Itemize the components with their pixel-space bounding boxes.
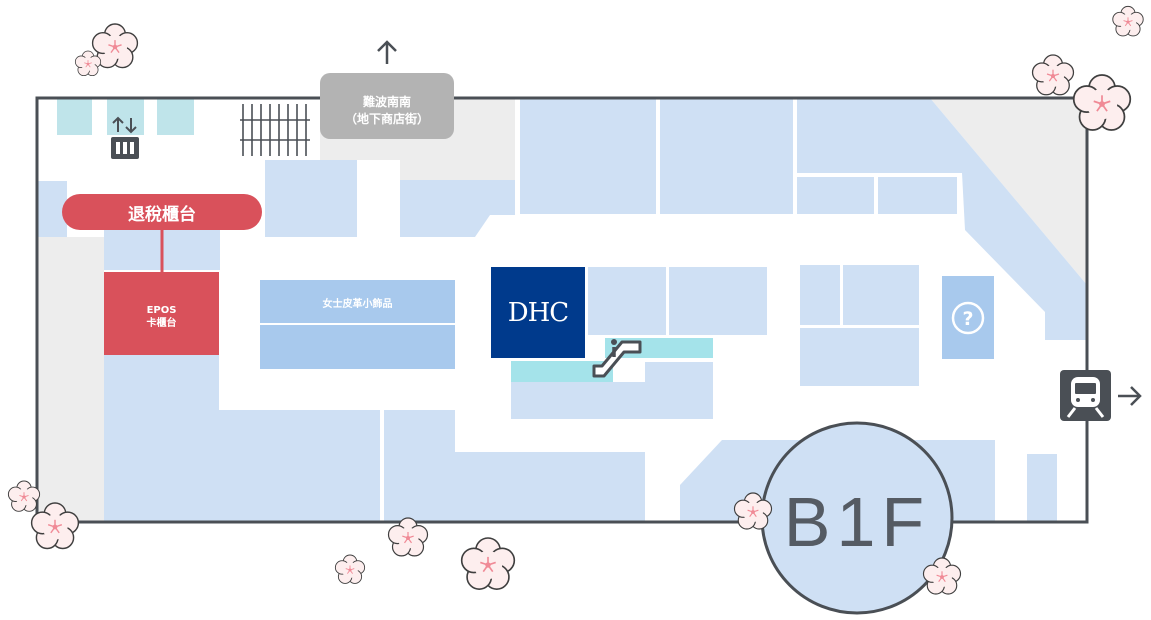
store-block[interactable]	[843, 265, 919, 325]
information-counter[interactable]	[942, 276, 994, 359]
floor-label: B1F	[783, 483, 931, 561]
store-block[interactable]	[800, 265, 840, 325]
store-block[interactable]	[660, 98, 793, 214]
store-block[interactable]	[265, 160, 357, 237]
store-block[interactable]	[57, 98, 92, 135]
floor-outline	[35, 96, 1089, 524]
stairs-icon	[240, 104, 310, 156]
store-block[interactable]	[520, 98, 656, 214]
exit-namba-south-label: 難波南南 （地下商店街）	[344, 95, 429, 126]
store-block[interactable]	[797, 177, 874, 214]
walkway	[613, 358, 645, 382]
store-block[interactable]	[384, 410, 645, 522]
store-block[interactable]	[800, 328, 919, 386]
information-icon: ?	[951, 301, 985, 335]
store-block[interactable]	[104, 355, 380, 522]
store-block[interactable]	[797, 98, 930, 173]
arrow-up-icon	[377, 40, 397, 64]
shop-dhc-label: DHC	[507, 297, 569, 328]
store-block[interactable]	[37, 181, 67, 237]
train-icon[interactable]	[1060, 370, 1111, 421]
store-block[interactable]	[878, 177, 957, 214]
arrow-right-icon	[1118, 386, 1142, 406]
exit-namba-south[interactable]	[320, 73, 454, 139]
back-area-grey	[37, 237, 104, 522]
escalator-icon	[592, 339, 642, 378]
epos-counter[interactable]	[104, 272, 219, 355]
tax-refund-label: 退稅櫃台	[128, 204, 196, 225]
store-block[interactable]	[930, 98, 1087, 340]
tax-refund-counter[interactable]	[62, 194, 262, 230]
store-block[interactable]	[1027, 454, 1057, 522]
shop-dhc[interactable]	[491, 267, 585, 358]
store-block[interactable]	[157, 98, 194, 135]
store-block[interactable]	[400, 180, 515, 237]
elevator-area	[107, 98, 144, 135]
store-block[interactable]	[669, 267, 767, 335]
shop-leather-label: 女士皮革小飾品	[322, 298, 393, 310]
shop-leather-accessories[interactable]	[260, 280, 455, 323]
svg-text:?: ?	[962, 308, 973, 330]
elevator-icon	[111, 116, 139, 159]
escalator-lane	[511, 361, 613, 382]
store-block[interactable]	[260, 325, 455, 369]
store-block[interactable]	[588, 267, 666, 335]
epos-counter-label: EPOS 卡櫃台	[146, 305, 177, 329]
